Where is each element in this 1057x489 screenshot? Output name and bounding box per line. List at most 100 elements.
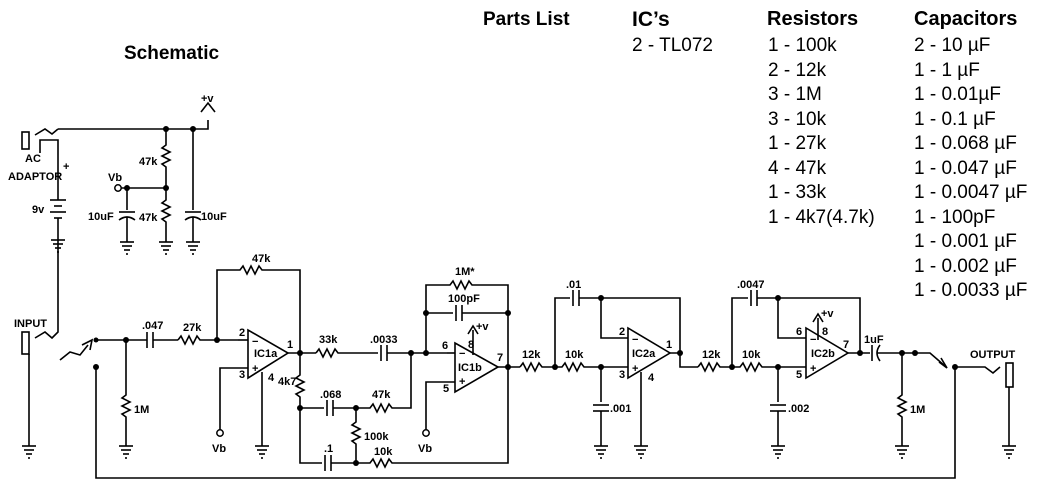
minus-sign: − [810, 334, 816, 346]
capacitors-list: 2 - 10 µF 1 - 1 µF 1 - 0.01µF 1 - 0.1 µF… [914, 34, 1027, 304]
ics-heading: IC’s [632, 8, 670, 31]
r12k-b-label: 12k [702, 349, 721, 361]
power-supply: +v AC ADAPTOR + 9v 47k 47k Vb 10uF [8, 93, 227, 255]
r27k-label: 27k [183, 322, 202, 334]
plus-v-label: +v [201, 93, 214, 105]
r12k-a-label: 12k [522, 349, 541, 361]
ics-list: 2 - TL072 [632, 34, 713, 59]
input-jack-icon [21, 331, 30, 355]
capacitor-item: 1 - 1 µF [914, 59, 980, 81]
plus-v-label: +v [476, 321, 489, 333]
opamp-ic1a: IC1a − + 2 3 4 1 Vb [212, 327, 316, 459]
resistor-item: 3 - 1M [768, 84, 822, 105]
capacitor-item: 1 - 0.002 µF [914, 255, 1017, 277]
c047-label: .047 [142, 320, 163, 332]
c002-label: .002 [788, 403, 809, 415]
pin-label: 8 [468, 339, 474, 351]
capacitor-item: 1 - 0.047 µF [914, 157, 1017, 179]
pin-label: 4 [648, 372, 655, 384]
ic-item: 2 - TL072 [632, 35, 713, 56]
parts-list-heading: Parts List [483, 9, 570, 30]
r1m-star-label: 1M* [455, 266, 475, 278]
plus-sign: + [252, 363, 258, 375]
input-label: INPUT [14, 318, 47, 330]
c0033-label: .0033 [370, 334, 398, 346]
ac-label: AC [25, 153, 41, 165]
capacitors-heading: Capacitors [914, 8, 1018, 30]
capacitor-item: 1 - 0.001 µF [914, 231, 1017, 252]
opamp-ic2b: IC2b − + 6 5 8 7 +v [796, 308, 870, 381]
output-section: 1uF 1M OUTPUT [93, 334, 1017, 479]
pin-label: 3 [239, 369, 245, 381]
c10uf-left-label: 10uF [88, 211, 114, 223]
ic2a-label: IC2a [632, 348, 656, 360]
vb-label: Vb [108, 172, 122, 184]
pin-label: 7 [843, 339, 849, 351]
vb-label: Vb [418, 443, 432, 455]
c10uf-right-label: 10uF [201, 211, 227, 223]
resistor-item: 1 - 27k [768, 133, 827, 154]
plus-sign: + [632, 363, 638, 375]
pin-label: 2 [619, 326, 625, 338]
pin-label: 5 [443, 383, 449, 395]
r100k-label: 100k [364, 431, 389, 443]
pin-label: 6 [442, 340, 448, 352]
output-jack-icon [1005, 362, 1014, 388]
r47k-top-label: 47k [139, 156, 158, 168]
resistor-item: 1 - 100k [768, 35, 837, 56]
ic1b-label: IC1b [458, 362, 482, 374]
c100pf-label: 100pF [448, 293, 480, 305]
plus-sign: + [810, 363, 816, 375]
resistors-list: 1 - 100k 2 - 12k 3 - 1M 3 - 10k 1 - 27k … [768, 34, 875, 230]
r4k7-label: 4k7 [278, 376, 296, 388]
capacitor-item: 1 - 0.01µF [914, 84, 1001, 105]
r33k-label: 33k [319, 334, 338, 346]
capacitor-item: 1 - 0.0033 µF [914, 280, 1028, 301]
r47k-bottom-label: 47k [139, 212, 158, 224]
battery-icon [50, 155, 66, 240]
input-section: INPUT 1M .047 27k 47k [14, 240, 301, 459]
ac-jack-icon [21, 131, 30, 150]
resistor-item: 1 - 4k7(4.7k) [768, 206, 875, 228]
ic2b-label: IC2b [811, 348, 835, 360]
minus-sign: − [459, 348, 465, 360]
battery-label: 9v [32, 204, 45, 216]
plus-sign: + [459, 376, 465, 388]
capacitor-item: 1 - 0.0047 µF [914, 182, 1028, 203]
pin-label: 3 [619, 369, 625, 381]
resistor-item: 1 - 33k [768, 182, 827, 203]
pin-label: 6 [796, 326, 802, 338]
schematic-heading: Schematic [124, 43, 220, 64]
resistor-item: 2 - 12k [768, 59, 827, 81]
capacitor-item: 2 - 10 µF [914, 35, 991, 56]
resistors-heading: Resistors [767, 8, 859, 30]
capacitor-item: 1 - 0.068 µF [914, 133, 1017, 154]
capacitor-item: 1 - 0.1 µF [914, 108, 996, 130]
capacitor-item: 1 - 100pF [914, 206, 996, 228]
c1uf-label: 1uF [864, 334, 884, 346]
minus-sign: − [252, 336, 258, 348]
r10k-bottom-label: 10k [374, 446, 393, 458]
plus-v-arrow-icon [200, 101, 216, 113]
r47k-feedback-label: 47k [252, 253, 271, 265]
c068-label: .068 [320, 389, 341, 401]
adaptor-label: ADAPTOR [8, 171, 62, 183]
r10k-a-label: 10k [565, 349, 584, 361]
vb-label: Vb [212, 443, 226, 455]
pin-label: 7 [497, 352, 503, 364]
pin-label: 2 [239, 327, 245, 339]
resistor-item: 3 - 10k [768, 108, 827, 130]
pin-label: 8 [822, 326, 828, 338]
r10k-b-label: 10k [742, 349, 761, 361]
pin-label: 5 [796, 369, 802, 381]
minus-sign: − [632, 334, 638, 346]
r1m-output-label: 1M [910, 404, 925, 416]
c001-label: .001 [610, 403, 631, 415]
c01-label: .01 [566, 279, 581, 291]
opamp-ic2a: IC2a − + 2 3 4 1 [619, 326, 698, 459]
ic1a-label: IC1a [254, 348, 278, 360]
pin-label: 1 [666, 339, 672, 351]
r1m-input-label: 1M [134, 404, 149, 416]
pin-label: 4 [268, 372, 275, 384]
